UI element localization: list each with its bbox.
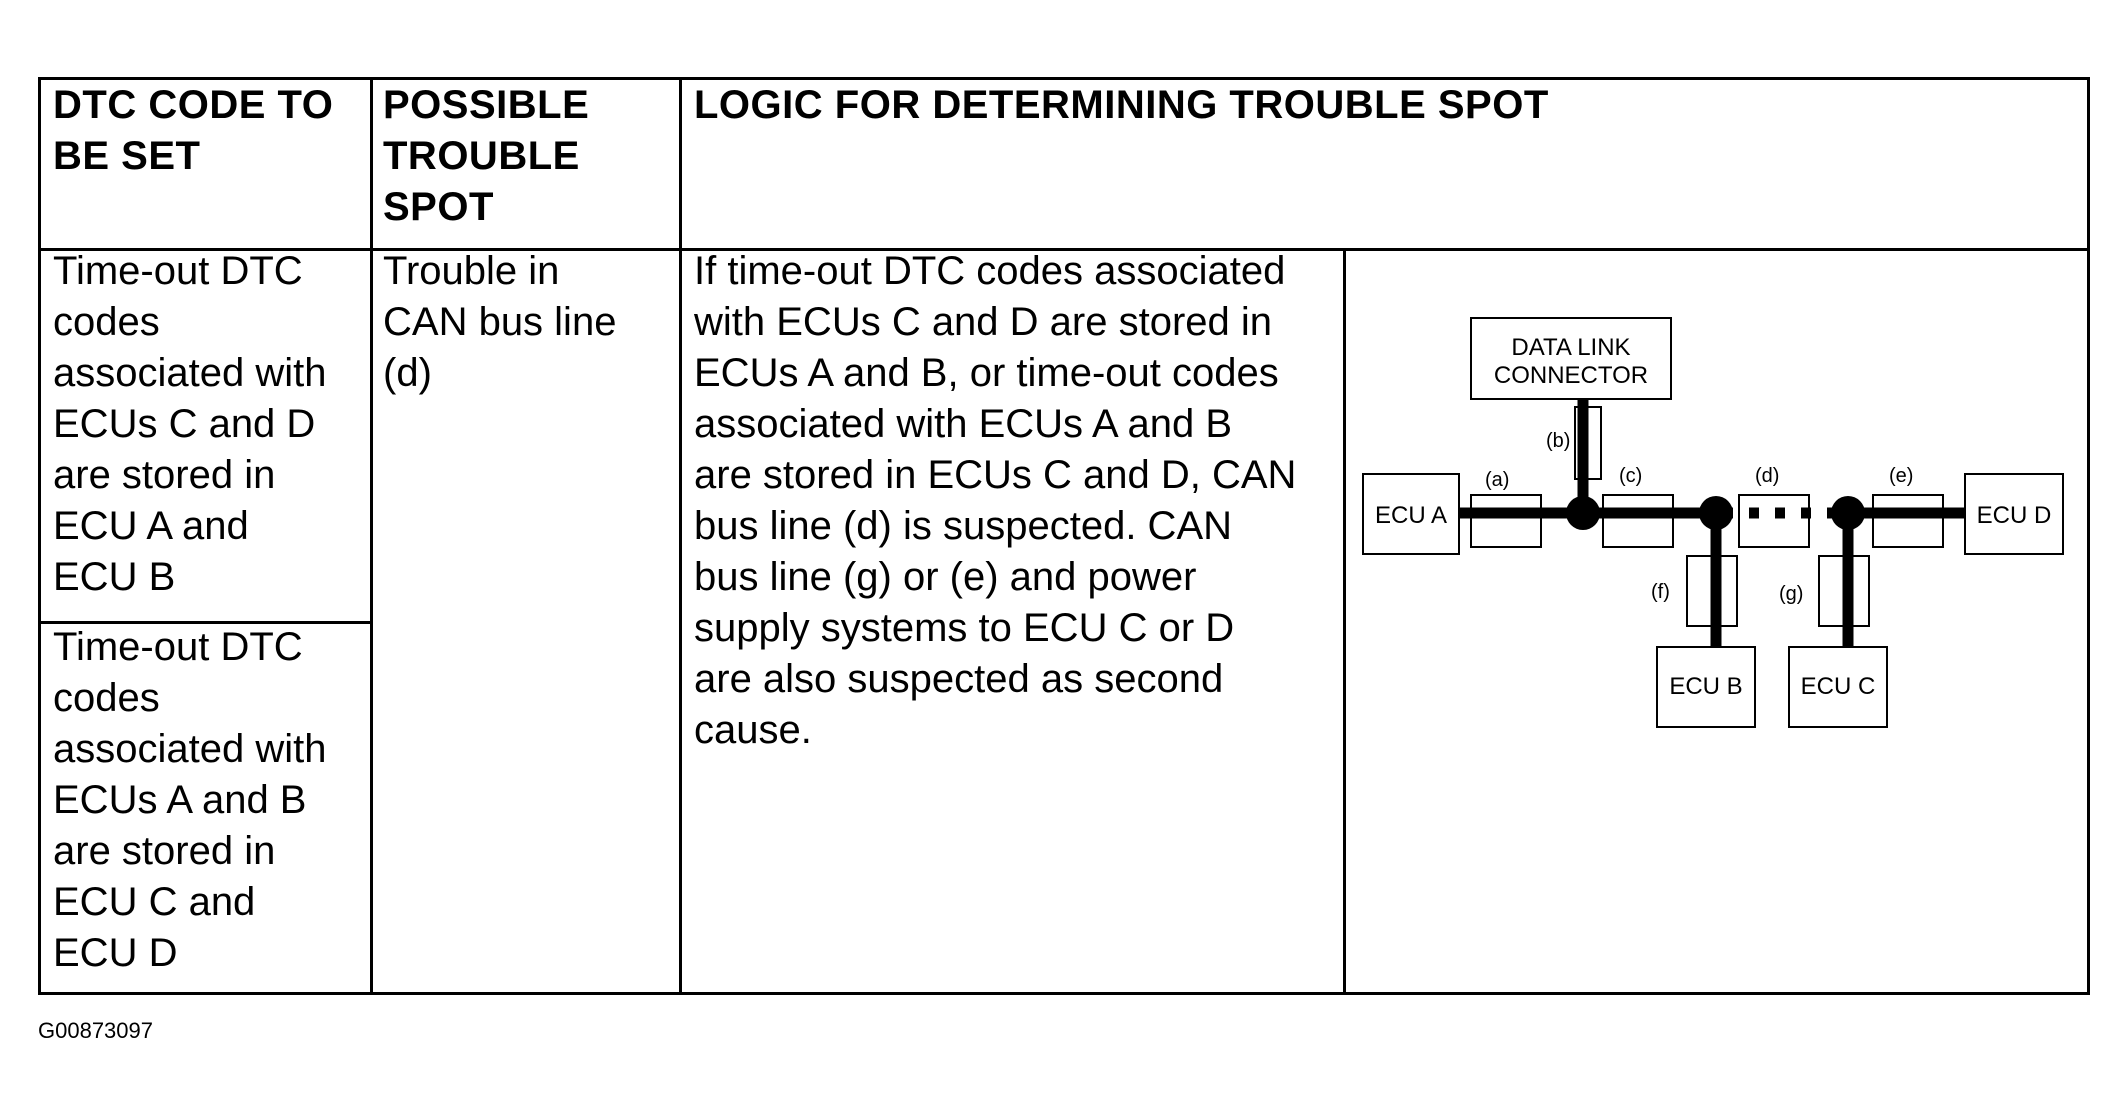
segment-box-f bbox=[1686, 555, 1738, 627]
line-label-e: (e) bbox=[1889, 465, 1913, 487]
ecu-c-box bbox=[1788, 646, 1888, 728]
header-possible-trouble-spot: POSSIBLE TROUBLE SPOT bbox=[383, 83, 590, 229]
ecu-d-label: ECU D bbox=[1977, 502, 2052, 529]
segment-box-e bbox=[1872, 494, 1944, 548]
ecu-b-label: ECU B bbox=[1669, 673, 1742, 700]
ecu-c-label: ECU C bbox=[1801, 673, 1876, 700]
segment-box-b bbox=[1574, 406, 1602, 480]
segment-box-d bbox=[1738, 494, 1810, 548]
line-label-d: (d) bbox=[1755, 465, 1779, 487]
line-label-c: (c) bbox=[1619, 465, 1642, 487]
segment-box-g bbox=[1818, 555, 1870, 627]
segment-box-c bbox=[1602, 494, 1674, 548]
column-divider-2 bbox=[679, 80, 682, 992]
row-divider bbox=[41, 621, 373, 624]
data-link-connector-box bbox=[1470, 317, 1672, 400]
dtc-cell-ecu-c-d: Time-out DTC codes associated with ECUs … bbox=[53, 625, 327, 975]
junction-node-1 bbox=[1566, 496, 1600, 530]
header-divider bbox=[41, 248, 2087, 251]
can-bus-diagram: DATA LINK CONNECTOR ECU A ECU D ECU B EC… bbox=[1362, 317, 2064, 728]
trouble-spot-table: DTC CODE TO BE SET POSSIBLE TROUBLE SPOT… bbox=[38, 77, 2090, 995]
junction-node-3 bbox=[1831, 496, 1865, 530]
data-link-connector-label-2: CONNECTOR bbox=[1494, 362, 1648, 389]
ecu-a-box bbox=[1362, 473, 1460, 555]
segment-box-a bbox=[1470, 494, 1542, 548]
column-divider-1 bbox=[370, 80, 373, 992]
ecu-a-label: ECU A bbox=[1375, 502, 1447, 529]
logic-cell: If time-out DTC codes associated with EC… bbox=[694, 249, 1297, 752]
dtc-cell-ecu-a-b: Time-out DTC codes associated with ECUs … bbox=[53, 249, 327, 599]
figure-id: G00873097 bbox=[38, 1018, 153, 1043]
trouble-spot-cell: Trouble in CAN bus line (d) bbox=[383, 249, 617, 395]
header-logic: LOGIC FOR DETERMINING TROUBLE SPOT bbox=[694, 83, 1549, 127]
junction-node-2 bbox=[1699, 496, 1733, 530]
header-dtc-code: DTC CODE TO BE SET bbox=[53, 83, 334, 178]
column-divider-3 bbox=[1343, 248, 1346, 992]
line-label-g: (g) bbox=[1779, 583, 1803, 605]
ecu-b-box bbox=[1656, 646, 1756, 728]
line-label-a: (a) bbox=[1485, 469, 1509, 491]
data-link-connector-label-1: DATA LINK bbox=[1511, 334, 1630, 361]
line-label-b: (b) bbox=[1546, 430, 1570, 452]
line-label-f: (f) bbox=[1651, 581, 1670, 603]
ecu-d-box bbox=[1964, 473, 2064, 555]
